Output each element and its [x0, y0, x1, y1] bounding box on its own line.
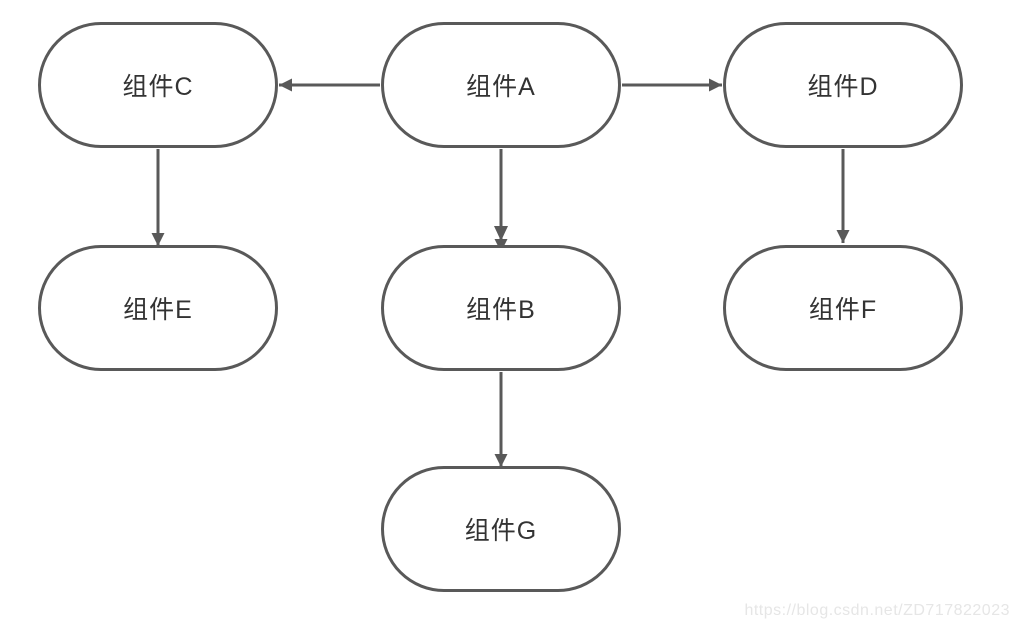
node-component-f: 组件F: [723, 245, 963, 371]
node-component-e: 组件E: [38, 245, 278, 371]
node-component-d-label: 组件D: [807, 73, 879, 101]
node-component-e-label: 组件E: [123, 296, 193, 324]
node-component-d: 组件D: [723, 22, 963, 148]
csdn-watermark: https://blog.csdn.net/ZD717822023: [744, 602, 1010, 619]
node-component-g-label: 组件G: [464, 517, 538, 545]
node-component-a: 组件A: [381, 22, 621, 148]
node-component-f-label: 组件F: [808, 296, 878, 324]
node-component-c: 组件C: [38, 22, 278, 148]
node-component-b-label: 组件B: [466, 296, 536, 324]
node-component-g: 组件G: [381, 466, 621, 592]
node-component-a-label: 组件A: [466, 73, 536, 101]
node-component-c-label: 组件C: [122, 73, 194, 101]
edge-a-to-b-extra-arrowhead: [494, 226, 508, 241]
node-component-b: 组件B: [381, 245, 621, 371]
